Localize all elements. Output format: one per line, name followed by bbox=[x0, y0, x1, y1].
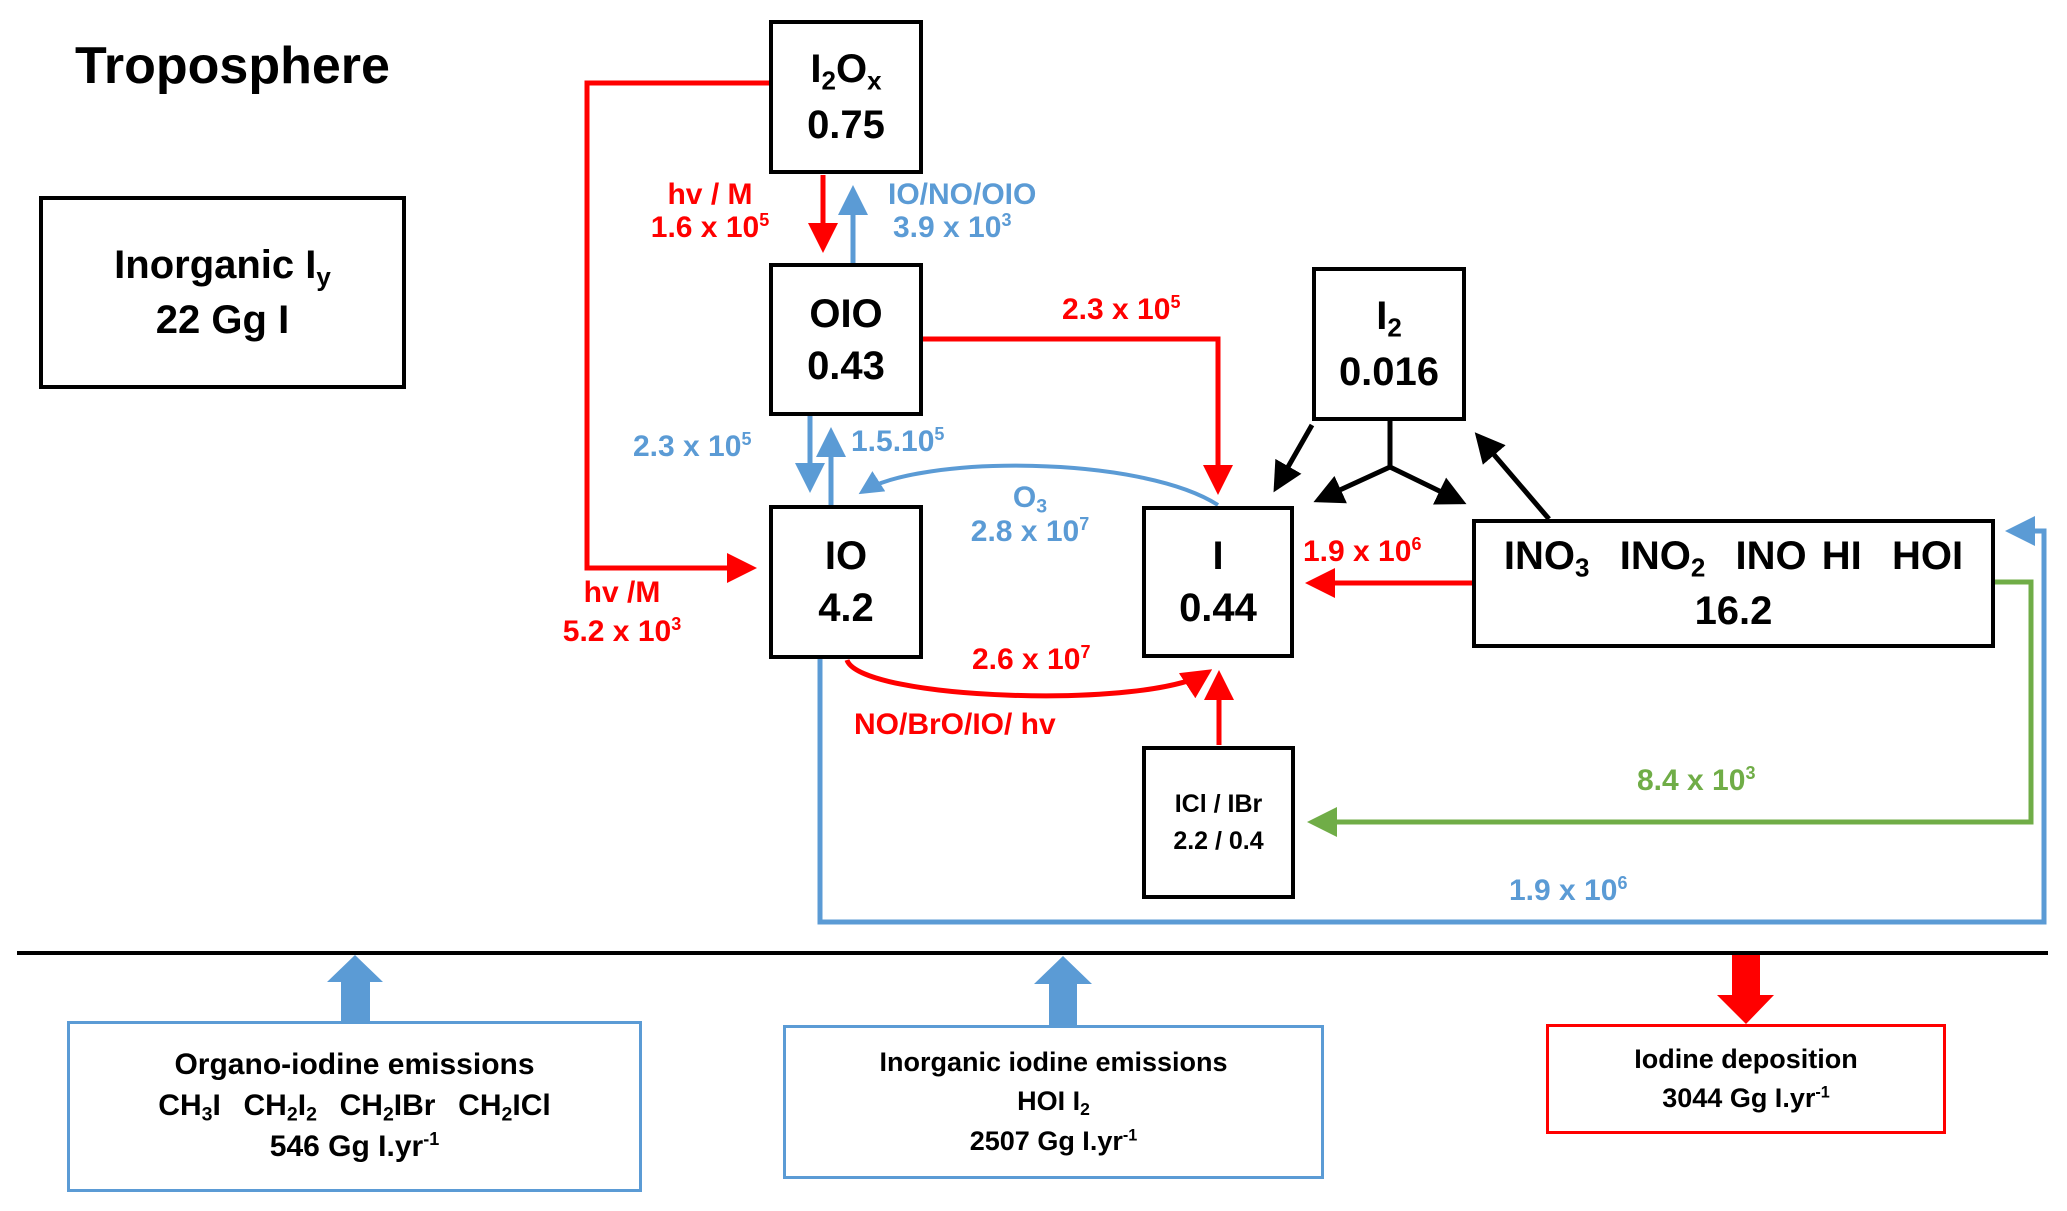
species-name: OIO bbox=[809, 291, 883, 336]
flux-label-io-to-reservoirs: 1.9 x 106 bbox=[1509, 873, 1628, 907]
arrow-i2-fork-to-reservoirs bbox=[1388, 464, 1467, 505]
flux-label-oio-to-i: 2.3 x 105 bbox=[1062, 292, 1181, 326]
flux-label-io-to-i-rate: 2.6 x 107 bbox=[972, 642, 1091, 676]
species-name: ICl / IBr bbox=[1174, 790, 1263, 819]
inorganic-iy-value: 22 Gg I bbox=[155, 298, 290, 343]
species-box-i: I 0.44 bbox=[1142, 506, 1294, 658]
iodine-deposition-box: Iodine deposition 3044 Gg I.yr-1 bbox=[1546, 1024, 1946, 1134]
species-value: 16.2 bbox=[1694, 589, 1773, 634]
species-name: I bbox=[1212, 534, 1224, 578]
species-name: IO bbox=[824, 534, 868, 578]
organo-emissions-species: CH3I CH2I2 CH2IBr CH2ICl bbox=[158, 1088, 551, 1126]
species-value: 2.2 / 0.4 bbox=[1173, 826, 1264, 855]
species-box-i2ox: I2Ox 0.75 bbox=[769, 20, 923, 174]
arrow-io-to-i bbox=[844, 658, 1213, 699]
inorganic-emission-arrow-icon bbox=[1034, 956, 1092, 1025]
species-box-io: IO 4.2 bbox=[769, 505, 923, 659]
organo-iodine-emissions-box: Organo-iodine emissions CH3I CH2I2 CH2IB… bbox=[67, 1021, 642, 1192]
arrow-i2ox-to-io bbox=[584, 80, 769, 583]
flux-label-oio-to-io: 2.3 x 105 bbox=[633, 429, 752, 463]
region-title: Troposphere bbox=[75, 37, 390, 95]
species-value: 4.2 bbox=[818, 586, 874, 630]
species-name: I2 bbox=[1376, 294, 1402, 343]
species-name: I2Ox bbox=[810, 47, 882, 96]
organo-emission-arrow-icon bbox=[327, 955, 383, 1021]
inorganic-emissions-species: HOI I2 bbox=[1017, 1085, 1090, 1119]
inorganic-iodine-emissions-box: Inorganic iodine emissions HOI I2 2507 G… bbox=[783, 1025, 1324, 1179]
species-value: 0.75 bbox=[807, 102, 885, 147]
species-value: 0.43 bbox=[807, 343, 885, 388]
deposition-value: 3044 Gg I.yr-1 bbox=[1662, 1083, 1830, 1113]
arrow-i2-fork-to-i bbox=[1313, 464, 1392, 504]
arrow-io-to-reservoirs bbox=[817, 516, 2047, 925]
flux-label-io-to-i-reactants: NO/BrO/IO/ hv bbox=[854, 708, 1056, 741]
flux-label-reservoirs-to-i: 1.9 x 106 bbox=[1303, 534, 1422, 568]
arrow-i-to-io bbox=[858, 463, 1220, 507]
organo-emissions-value: 546 Gg I.yr-1 bbox=[269, 1129, 440, 1164]
species-box-reservoirs: INO3 INO2 INO HI HOI 16.2 bbox=[1472, 519, 1995, 648]
inorganic-emissions-value: 2507 Gg I.yr-1 bbox=[969, 1126, 1138, 1157]
inorganic-iy-box: Inorganic Iy 22 Gg I bbox=[39, 196, 406, 389]
arrow-i2-to-i-left bbox=[1273, 423, 1315, 493]
species-box-iclibr: ICl / IBr 2.2 / 0.4 bbox=[1142, 746, 1295, 899]
flux-label-i2ox-to-io: hv /M 5.2 x 103 bbox=[562, 576, 682, 648]
deposition-title: Iodine deposition bbox=[1634, 1043, 1858, 1074]
species-box-oio: OIO 0.43 bbox=[769, 263, 923, 416]
species-value: 0.016 bbox=[1338, 349, 1440, 394]
inorganic-iy-label: Inorganic Iy bbox=[114, 242, 331, 292]
flux-label-reservoirs-to-iclibr: 8.4 x 103 bbox=[1637, 763, 1756, 797]
flux-label-i-to-io: O3 2.8 x 107 bbox=[970, 481, 1090, 548]
arrow-reservoirs-to-iclibr bbox=[1307, 579, 2034, 837]
species-name: INO3 INO2 INO HI HOI bbox=[1503, 533, 1964, 583]
arrow-oio-to-i bbox=[897, 336, 1233, 495]
flux-label-i2ox-to-oio: hv / M 1.6 x 105 bbox=[650, 178, 770, 244]
arrow-reservoirs-to-i2 bbox=[1474, 432, 1551, 521]
flux-label-io-to-oio: 1.5.105 bbox=[851, 424, 945, 458]
species-value: 0.44 bbox=[1179, 586, 1257, 630]
organo-emissions-title: Organo-iodine emissions bbox=[174, 1048, 535, 1082]
flux-label-oio-to-i2ox: IO/NO/OIO 3.9 x 103 bbox=[888, 178, 1037, 244]
species-box-i2: I2 0.016 bbox=[1312, 267, 1466, 421]
deposition-arrow-icon bbox=[1717, 955, 1774, 1024]
inorganic-emissions-title: Inorganic iodine emissions bbox=[879, 1046, 1228, 1077]
